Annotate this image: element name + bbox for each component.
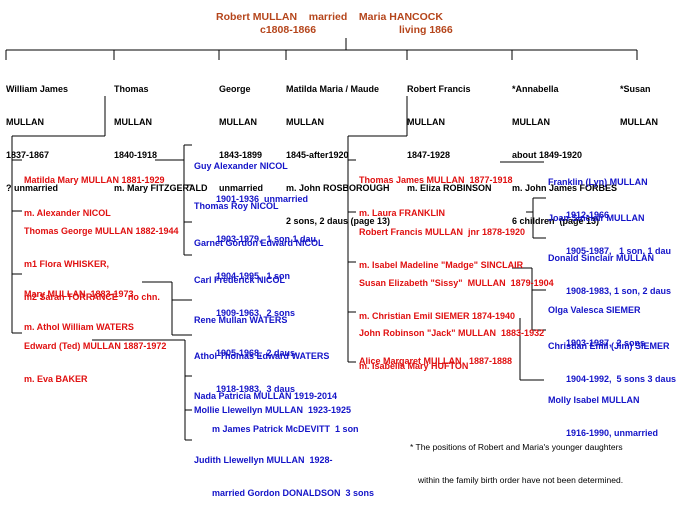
grandchild-donald-mullan: Donald Sinclair MULLAN 1908-1983, 1 son,… — [548, 253, 672, 296]
child-annabella: *Annabella MULLAN about 1849-1920 m. Joh… — [512, 84, 618, 226]
child-george: George MULLAN 1843-1899 unmarried — [219, 84, 264, 193]
thomas-child-edward: Edward (Ted) MULLAN 1887-1972 m. Eva BAK… — [24, 341, 167, 384]
thomas-child-matilda: Matilda Mary MULLAN 1881-1929 m. Alexand… — [24, 175, 165, 218]
grandchild-franklin-mullan: Franklin (Lyn) MULLAN 1912-1966 — [548, 177, 648, 220]
thomas-child-thomas-george: Thomas George MULLAN 1882-1944 m1 Flora … — [24, 226, 179, 302]
child-robert-francis: Robert Francis MULLAN 1847-1928 m. Eliza… — [407, 84, 492, 193]
robert-child-john-jack: John Robinson "Jack" MULLAN 1883-1932 m.… — [359, 328, 545, 371]
grandchild-thomas-roy-nicol: Thomas Roy NICOL 1903-1979, 1 son 1 dau — [194, 201, 317, 244]
child-susan: *Susan MULLAN — [620, 84, 658, 127]
grandchild-carl-nicol: Carl Frederick NICOL 1909-1963, 2 sons — [194, 275, 296, 318]
robert-child-thomas-james: Thomas James MULLAN 1877-1918 m. Laura F… — [359, 175, 513, 218]
root-mother-status: living 1866 — [399, 24, 453, 36]
grandchild-nada-mullan: Nada Patricia MULLAN 1919-2014 m James P… — [194, 391, 359, 434]
grandchild-christian-siemer: Christian Emil (Jim) SIEMER 1904-1992, 5… — [548, 341, 677, 384]
robert-child-susan-elizabeth: Susan Elizabeth "Sissy" MULLAN 1879-1904… — [359, 278, 554, 321]
grandchild-joan-mullan: Joan Sinclair MULLAN 1905-1987, 1 son, 1… — [548, 213, 672, 256]
thomas-child-mary: Mary MULLAN 1883-1973 m. Athol William W… — [24, 289, 134, 332]
child-thomas: Thomas MULLAN 1840-1918 m. Mary FITZGERA… — [114, 84, 208, 193]
grandchild-rene-waters: Rene Mullan WATERS 1905-1968, 2 daus — [194, 315, 296, 358]
robert-child-robert-jnr: Robert Francis MULLAN jnr 1878-1920 m. I… — [359, 227, 526, 270]
child-matilda-maria: Matilda Maria / Maude MULLAN 1845-after1… — [286, 84, 391, 226]
grandchild-guy-nicol: Guy Alexander NICOL 1901-1936 unmarried — [194, 161, 309, 204]
footnote: * The positions of Robert and Maria's yo… — [410, 442, 624, 485]
root-father-dates: c1808-1866 — [260, 24, 317, 36]
grandchild-mollie-mullan: Mollie Llewellyn MULLAN 1923-1925 — [194, 405, 352, 415]
grandchild-molly-mullan: Molly Isabel MULLAN 1916-1990, unmarried — [548, 395, 659, 438]
grandchild-judith-mullan: Judith Llewellyn MULLAN 1928- married Go… — [194, 455, 375, 498]
root-couple-title: Robert MULLAN married Maria HANCOCK — [216, 11, 443, 23]
grandchild-garnet-nicol: Garnet Gordon Edward NICOL 1904-1995, 1 … — [194, 238, 324, 281]
tree-connector-lines — [5, 38, 638, 441]
child-william: William James MULLAN 1837-1867 ? unmarri… — [6, 84, 68, 193]
robert-child-alice: Alice Margaret MULLAN 1887-1888 — [359, 356, 513, 366]
grandchild-olga-siemer: Olga Valesca SIEMER 1903-1987, 2 sons — [548, 305, 646, 348]
grandchild-athol-waters: Athol Thomas Edward WATERS 1918-1983, 3 … — [194, 351, 330, 394]
